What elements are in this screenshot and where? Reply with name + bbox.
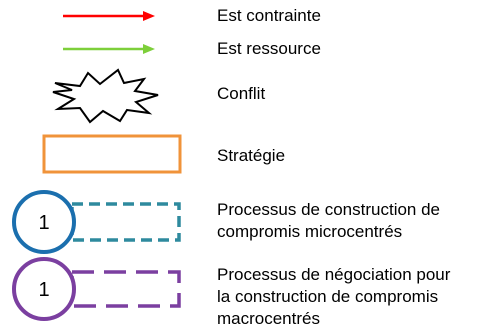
legend-label-ressource: Est ressource [217,39,321,58]
legend-label-conflit: Conflit [217,84,266,103]
legend-label-contrainte: Est contrainte [217,6,321,25]
microcentred-process-icon [12,190,181,254]
conflict-explosion-icon [52,68,159,124]
strategy-rectangle-icon [42,134,182,174]
red-arrow-icon [63,11,155,21]
micro-process-number: 1 [38,212,49,234]
legend-label-macrocentres: Processus de négociation pour la constru… [217,265,451,328]
green-arrow-icon [63,44,155,54]
legend-label-microcentres: Processus de construction de compromis m… [217,200,441,241]
macrocentred-process-icon [12,257,181,321]
legend-label-strategie: Stratégie [217,146,286,165]
macro-process-number: 1 [38,279,49,301]
